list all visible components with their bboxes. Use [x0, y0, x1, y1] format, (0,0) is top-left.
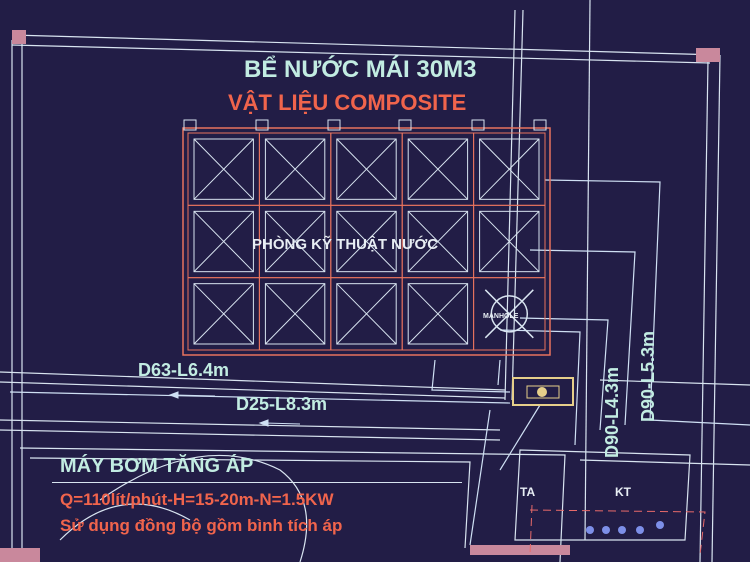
marker-kt: KT: [615, 485, 631, 499]
tank-panel: [473, 277, 546, 351]
pipe-label-d90-4: D90-L4.3m: [602, 366, 622, 458]
tank-support: [327, 119, 341, 131]
panel-frame: [336, 283, 397, 345]
panel-cross: [479, 138, 540, 200]
manhole-cross: [484, 289, 534, 339]
panel-cross: [193, 138, 254, 200]
panel-frame: [336, 210, 397, 273]
panel-cross: [265, 138, 326, 200]
panel-frame: [193, 210, 254, 273]
wall-columns: [0, 30, 720, 562]
panel-frame: [193, 283, 254, 345]
panel-frame: [407, 283, 469, 345]
manhole-label: MANHOLE: [483, 313, 519, 320]
dashed-marker-lines: [529, 504, 706, 556]
panel-cross: [479, 210, 540, 273]
panel-cross: [407, 210, 468, 273]
pipe-label-d90-5: D90-L5.3m: [638, 330, 658, 422]
pump-symbol: [512, 377, 574, 406]
panel-cross: [336, 210, 397, 273]
panel-frame: [264, 138, 326, 200]
pump-icon: [537, 387, 547, 397]
panel-frame: [407, 138, 469, 200]
tank-title: BỂ NƯỚC MÁI 30M3: [244, 56, 477, 83]
panel-cross: [407, 283, 468, 345]
pipe-label-d25: D25-L8.3m: [236, 394, 328, 414]
panel-cross: [265, 210, 326, 273]
panel-cross: [193, 210, 254, 273]
pump-title: MÁY BƠM TĂNG ÁP: [60, 455, 254, 477]
tank-support: [533, 119, 547, 131]
tank-support: [471, 119, 485, 131]
panel-frame: [193, 138, 254, 200]
panel-cross: [407, 138, 468, 200]
tank-support: [255, 119, 269, 131]
panel-frame: [264, 210, 326, 273]
panel-cross: [265, 283, 326, 345]
panel-frame: [479, 210, 540, 273]
tank-outline: [182, 127, 551, 356]
room-label: PHÒNG KỸ THUẬT NƯỚC: [252, 236, 439, 253]
marker-ta: TA: [520, 485, 536, 499]
tank-support: [398, 119, 412, 131]
panel-frame: [407, 210, 469, 273]
pump-note: Sử dụng đồng bộ gồm bình tích áp: [60, 516, 343, 535]
pump-spec: Q=110lít/phút-H=15-20m-N=1.5KW: [60, 490, 334, 509]
panel-frame: [264, 283, 326, 345]
panel-cross: [193, 283, 254, 345]
tank-support: [183, 119, 197, 131]
panel-frame: [479, 138, 540, 200]
composite-water-tank: [182, 119, 551, 356]
pipe-label-d63: D63-L6.4m: [138, 360, 230, 380]
pipe-routes: [9, 179, 750, 546]
manhole-icon: [490, 295, 529, 333]
divider: [52, 482, 462, 483]
tank-material: VẬT LIỆU COMPOSITE: [228, 90, 467, 115]
panel-cross: [336, 283, 397, 345]
panel-frame: [336, 138, 397, 200]
flow-arrows: [168, 391, 301, 427]
bottom-fixtures: [586, 521, 664, 534]
panel-cross: [336, 138, 397, 200]
